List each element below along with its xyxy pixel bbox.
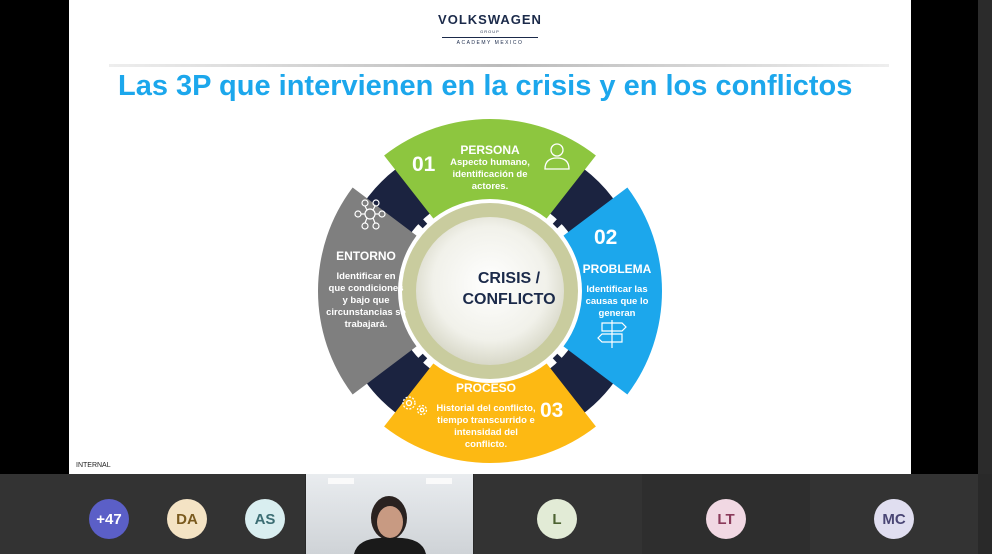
- problema-heading: PROBLEMA: [582, 262, 652, 276]
- entorno-body-line: Identificar en: [336, 271, 396, 282]
- persona-body-line: Aspecto humano,: [450, 157, 530, 168]
- brand-academy: ACADEMY MEXICO: [456, 40, 524, 46]
- entorno-text: ENTORNO Identificar en que condiciones y…: [324, 249, 408, 331]
- entorno-body-line: trabajará.: [344, 319, 388, 330]
- person-icon: [544, 143, 570, 170]
- entorno-heading: ENTORNO: [336, 249, 396, 263]
- speaker-video[interactable]: [306, 474, 473, 554]
- center-circle: [416, 217, 564, 365]
- entorno-body-line: que condiciones: [328, 283, 404, 294]
- title-divider: [109, 64, 889, 67]
- persona-heading: PERSONA: [460, 143, 520, 157]
- slide-title: Las 3P que intervienen en la crisis y en…: [118, 70, 853, 102]
- center-label-line: CONFLICTO: [462, 291, 556, 308]
- participant-tile: MC: [810, 474, 978, 554]
- problema-text: PROBLEMA Identificar las causas que lo g…: [574, 262, 660, 320]
- network-icon: [354, 199, 386, 230]
- proceso-number: 03: [540, 399, 564, 422]
- classification-label: INTERNAL: [76, 462, 111, 469]
- participant-avatar[interactable]: MC: [874, 499, 914, 539]
- proceso-body-line: tiempo transcurrido e: [437, 415, 535, 426]
- participant-avatar[interactable]: LT: [706, 499, 746, 539]
- persona-body-line: identificación de: [452, 169, 528, 180]
- persona-body-line: actores.: [471, 181, 509, 192]
- proceso-body-line: intensidad del: [454, 427, 518, 438]
- problema-number: 02: [594, 226, 618, 249]
- persona-number: 01: [412, 153, 436, 176]
- brand-name: VOLKSWAGEN: [438, 12, 542, 27]
- participant-avatar[interactable]: L: [537, 499, 577, 539]
- three-p-diagram: [318, 118, 662, 464]
- signpost-icon: [597, 320, 627, 348]
- side-scrollbar[interactable]: [978, 0, 992, 474]
- persona-text: PERSONA Aspecto humano, identificación d…: [437, 143, 543, 193]
- segment-problema: [563, 187, 662, 395]
- gears-icon: [402, 396, 428, 416]
- participant-tile: LT: [642, 474, 810, 554]
- proceso-body-line: conflicto.: [464, 439, 508, 450]
- participant-tile-group: +47 DA AS: [0, 474, 305, 554]
- participant-avatar[interactable]: AS: [245, 499, 285, 539]
- segment-persona: [384, 118, 596, 219]
- proceso-text: PROCESO Historial del conflicto, tiempo …: [425, 381, 547, 451]
- presentation-slide: VOLKSWAGEN GROUP ACADEMY MEXICO Las 3P q…: [69, 0, 911, 474]
- center-label-line: CRISIS /: [477, 270, 541, 287]
- problema-body-line: generan: [598, 308, 636, 319]
- participant-tile: L: [474, 474, 642, 554]
- participant-gallery: +47 DA AS L LT MC: [0, 474, 992, 554]
- segment-proceso: [384, 363, 596, 464]
- problema-body-line: Identificar las: [586, 284, 648, 295]
- speaker-video-frame: [328, 478, 452, 554]
- proceso-body-line: Historial del conflicto,: [436, 403, 536, 414]
- center-label: CRISIS / CONFLICTO: [435, 268, 583, 310]
- segment-entorno: [318, 187, 417, 395]
- connector-segments: [356, 157, 624, 425]
- entorno-body-line: circunstancias se: [326, 307, 406, 318]
- entorno-body-line: y bajo que: [342, 295, 390, 306]
- proceso-heading: PROCESO: [455, 381, 516, 395]
- brand-group: GROUP: [480, 29, 500, 34]
- participant-avatar[interactable]: DA: [167, 499, 207, 539]
- volkswagen-logo: VOLKSWAGEN GROUP ACADEMY MEXICO: [69, 12, 911, 46]
- problema-body-line: causas que lo: [585, 296, 649, 307]
- more-participants-button[interactable]: +47: [89, 499, 129, 539]
